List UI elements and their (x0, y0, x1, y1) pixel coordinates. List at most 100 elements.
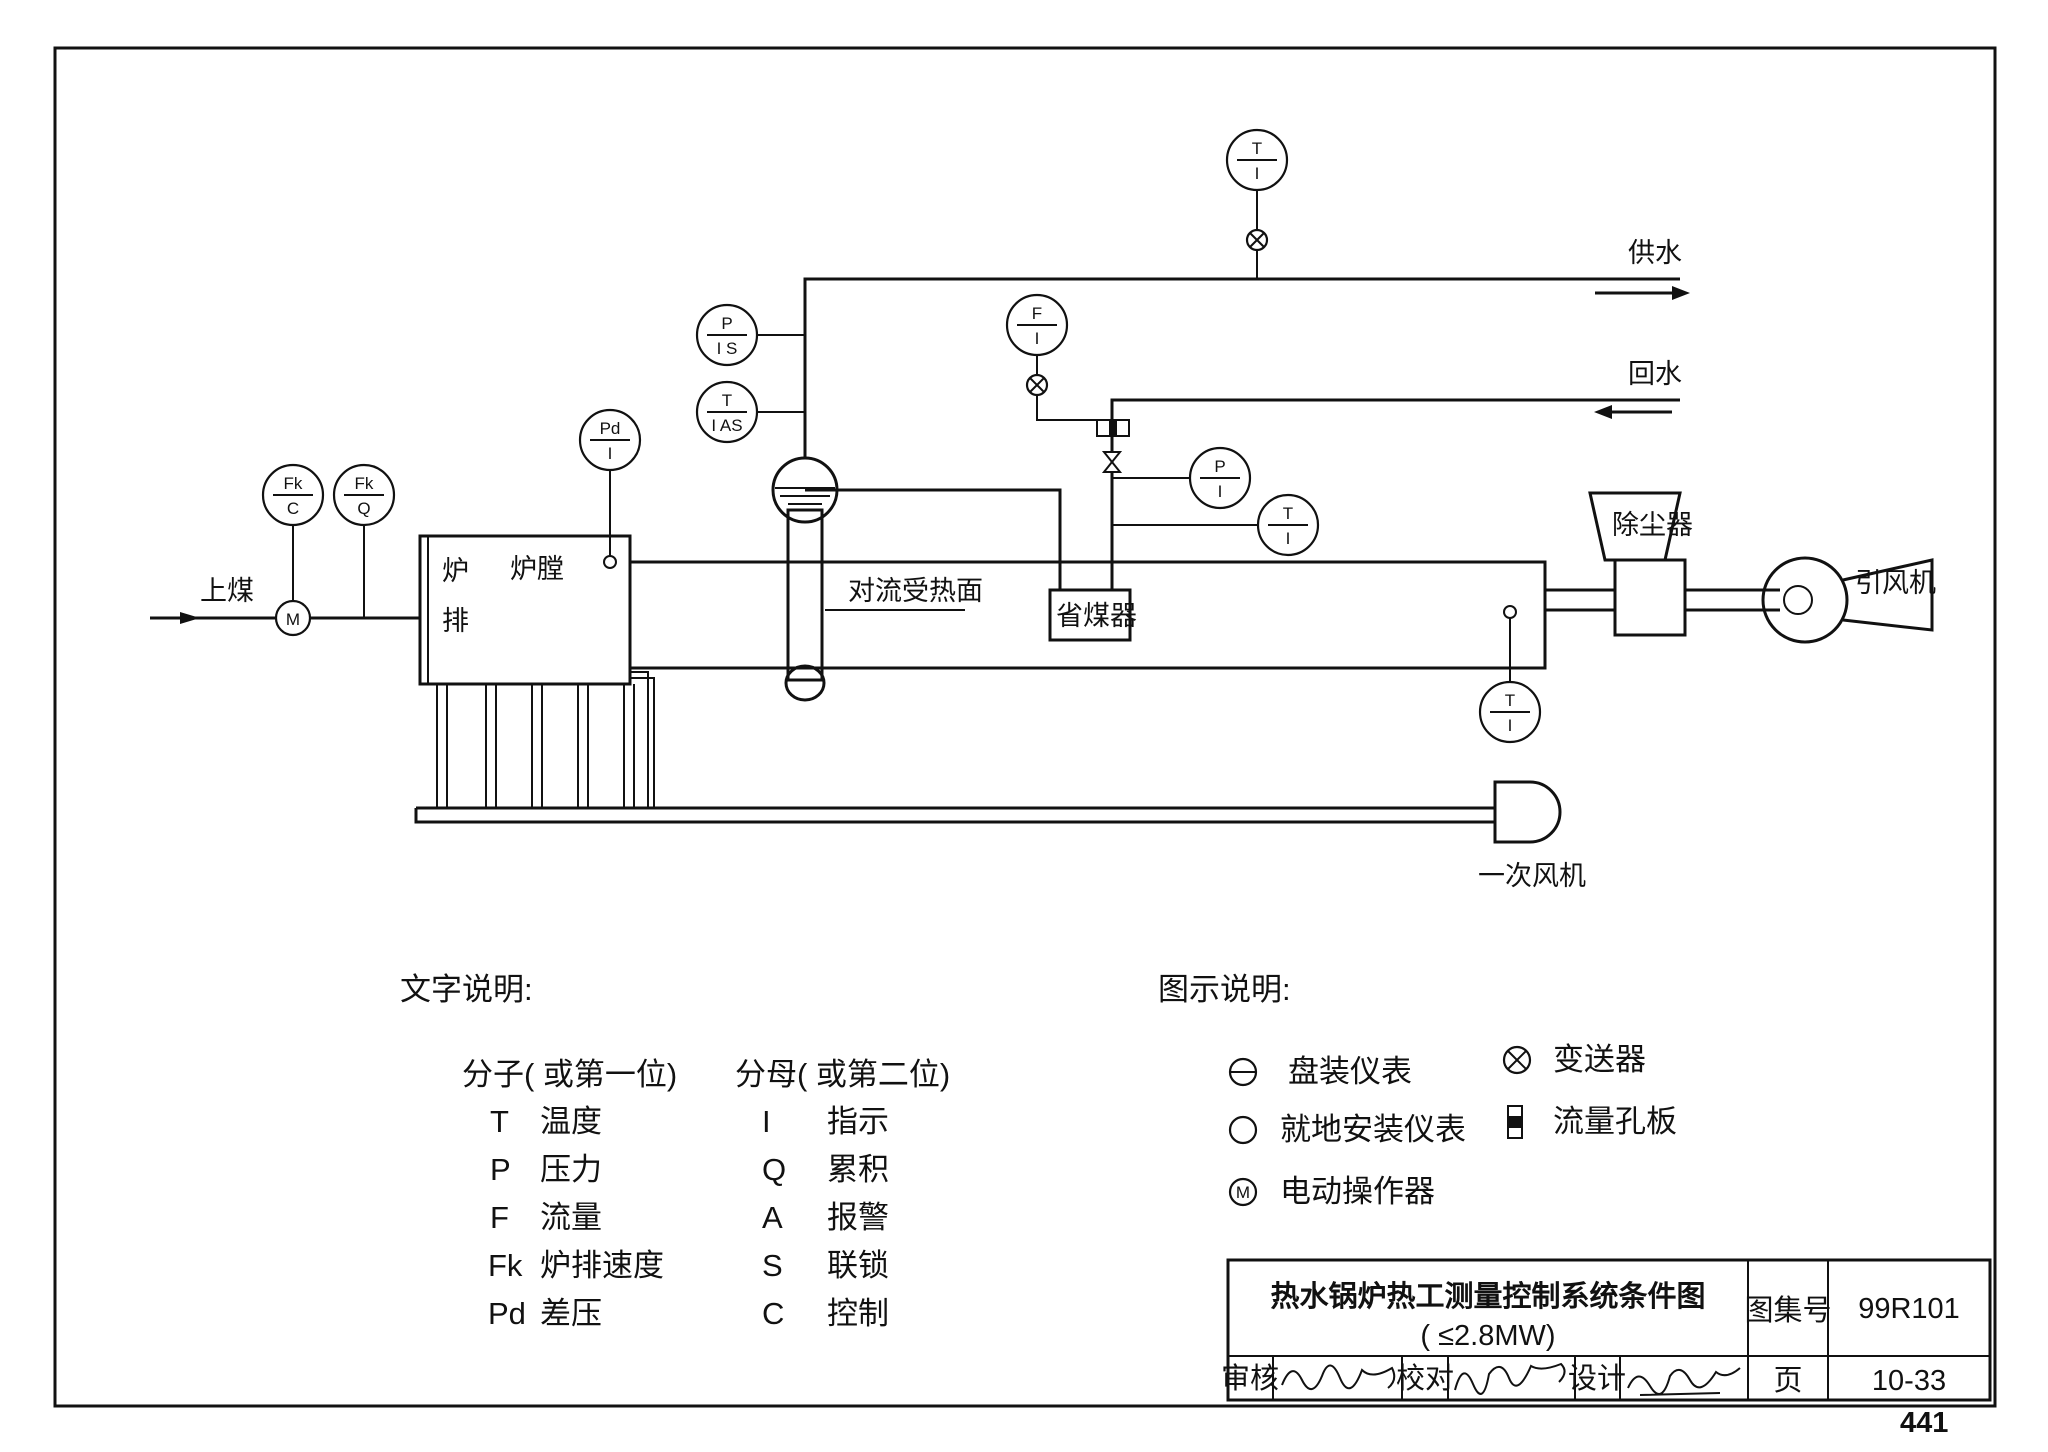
return-pipe (1110, 398, 1680, 590)
check-signature (1454, 1362, 1566, 1395)
mud-drum (784, 664, 826, 702)
return-arrowhead (1594, 405, 1612, 419)
instrument-eco-ti: T I (1256, 493, 1320, 557)
svg-text:累积: 累积 (827, 1152, 889, 1187)
svg-text:I: I (608, 444, 613, 463)
primary-air-duct (414, 806, 1497, 824)
title-block (1226, 1258, 1992, 1402)
svg-text:I: I (1508, 716, 1513, 735)
svg-text:I: I (1218, 482, 1223, 501)
fi-stem (1036, 350, 1097, 421)
instrument-eco-pi: P I (1188, 446, 1252, 510)
transmitter-top (1245, 228, 1269, 252)
svg-text:S: S (762, 1248, 783, 1283)
return-valve (1101, 451, 1123, 473)
id-fan-casing (1761, 556, 1849, 644)
svg-text:流量: 流量 (540, 1200, 602, 1235)
svg-text:控制: 控制 (827, 1296, 889, 1331)
supply-arrowhead (1672, 286, 1690, 300)
supply-pipe (803, 277, 1680, 457)
text-legend-col2-header: 分母( 或第二位) (735, 1057, 950, 1092)
svg-text:Pd: Pd (600, 419, 621, 438)
id-fan-label: 引风机 (1855, 568, 1936, 598)
furnace-label: 炉膛 (510, 554, 564, 584)
instrument-pdi: Pd I (578, 408, 642, 472)
check-label: 校对 (1396, 1362, 1454, 1395)
svg-text:I: I (1035, 329, 1040, 348)
legend-panel-label: 盘装仪表 (1288, 1054, 1412, 1089)
economizer-box (1048, 588, 1132, 642)
atlas-label: 图集号 (1744, 1294, 1831, 1327)
dust-collector-label: 除尘器 (1612, 510, 1693, 540)
svg-text:A: A (762, 1200, 783, 1235)
instrument-tias: T I AS (695, 380, 759, 444)
grate-label-1: 炉 (442, 556, 469, 586)
svg-text:M: M (1236, 1183, 1250, 1202)
text-legend-col1-header: 分子( 或第一位) (462, 1057, 677, 1092)
svg-text:Q: Q (762, 1152, 786, 1187)
text-legend-row-1: P 压力 Q 累积 (490, 1152, 889, 1187)
orifice-core (1109, 420, 1117, 436)
transmitter-fi (1025, 373, 1049, 397)
motor-symbol: M (286, 610, 300, 629)
economizer-label: 省煤器 (1056, 601, 1137, 631)
dust-collector-body (1613, 558, 1687, 637)
svg-text:指示: 指示 (827, 1104, 889, 1139)
sheet-border (53, 46, 1997, 1408)
svg-text:联锁: 联锁 (827, 1248, 889, 1283)
svg-text:T: T (490, 1104, 509, 1139)
sheet-page-number: 441 (1900, 1407, 1948, 1439)
svg-text:Fk: Fk (488, 1248, 523, 1283)
svg-text:Fk: Fk (355, 474, 374, 493)
legend-local-icon (1228, 1115, 1258, 1145)
svg-text:I AS: I AS (711, 416, 742, 435)
svg-text:压力: 压力 (540, 1152, 602, 1187)
id-fan-outlet (1842, 558, 1934, 632)
svg-text:T: T (722, 391, 732, 410)
flue-tap (1503, 605, 1517, 619)
instrument-flue-ti: T I (1478, 680, 1542, 744)
instrument-pis: P I S (695, 303, 759, 367)
review-signature (1281, 1364, 1396, 1390)
svg-text:C: C (287, 499, 299, 518)
drawing-title: 热水锅炉热工测量控制系统条件图 (1270, 1279, 1705, 1313)
svg-text:I S: I S (717, 339, 738, 358)
legend-orifice-icon (1507, 1105, 1523, 1139)
instrument-fi: F I (1005, 293, 1069, 357)
svg-text:P: P (721, 314, 732, 333)
supply-label: 供水 (1628, 238, 1682, 268)
convection-label: 对流受热面 (848, 576, 983, 606)
coal-feed-arrow (180, 612, 200, 624)
instrument-top-ti: T I (1225, 128, 1289, 192)
svg-text:T: T (1283, 504, 1293, 523)
svg-text:I: I (762, 1104, 771, 1139)
steam-drum (771, 456, 839, 524)
svg-text:P: P (490, 1152, 511, 1187)
review-label: 审核 (1221, 1362, 1279, 1395)
legend-orifice-label: 流量孔板 (1553, 1104, 1677, 1139)
svg-text:Fk: Fk (284, 474, 303, 493)
svg-text:C: C (762, 1296, 784, 1331)
drawing-subtitle: ( ≤2.8MW) (1420, 1320, 1555, 1352)
symbol-legend-title: 图示说明: (1158, 972, 1291, 1007)
furnace-box (418, 534, 632, 686)
text-legend-row-2: F 流量 A 报警 (490, 1200, 889, 1235)
primary-fan-label: 一次风机 (1478, 861, 1586, 891)
page-label: 页 (1773, 1365, 1802, 1397)
svg-text:炉排速度: 炉排速度 (540, 1248, 664, 1283)
downcomer (786, 508, 824, 682)
grate-label-2: 排 (442, 606, 469, 636)
legend-transmitter-icon (1502, 1045, 1532, 1075)
svg-text:I: I (1255, 164, 1260, 183)
instrument-fkq: Fk Q (332, 463, 396, 527)
drum-economizer-pipe (805, 488, 1062, 590)
svg-text:P: P (1214, 457, 1225, 476)
svg-text:温度: 温度 (540, 1104, 602, 1139)
svg-text:Q: Q (357, 499, 370, 518)
text-legend-row-0: T 温度 I 指示 (490, 1104, 889, 1139)
legend-transmitter-label: 变送器 (1553, 1042, 1646, 1077)
legend-actuator-icon: M (1228, 1177, 1258, 1207)
id-fan-impeller (1783, 585, 1813, 615)
